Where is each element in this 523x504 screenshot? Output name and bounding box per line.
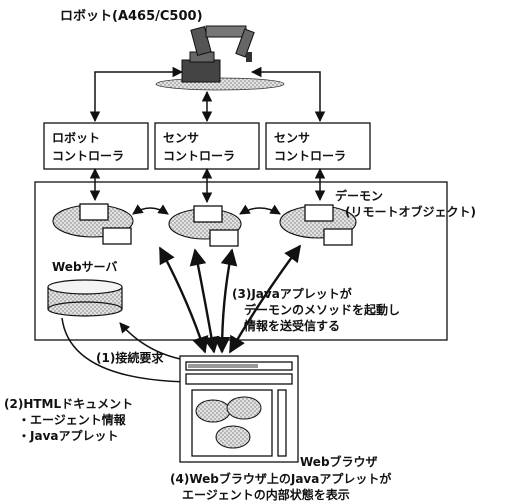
applet-link-3: [222, 250, 232, 352]
step3-line1: (3)Javaアプレットが: [232, 286, 352, 301]
controller-label-line2: コントローラ: [163, 149, 235, 163]
step3-line3: 情報を送受信する: [244, 318, 340, 333]
controller-box-robot: ロボット コントローラ: [44, 123, 148, 169]
html-document-arrow: [62, 318, 190, 382]
step3-line2: デーモンのメソッドを起動し: [244, 302, 400, 317]
daemon-object-1: [53, 204, 133, 244]
applet-link-2: [195, 250, 214, 352]
step4-line1: (4)Webブラウザ上のJavaアプレットが: [170, 471, 391, 486]
database-icon: [48, 280, 122, 316]
controller-box-sensor-1: センサ コントローラ: [155, 123, 259, 169]
step2-line1: (2)HTMLドキュメント: [4, 397, 133, 411]
daemon-sync-arrow-1: [133, 208, 168, 214]
controller-label-line1: センサ: [163, 131, 199, 145]
controller-label-line1: ロボット: [52, 130, 100, 145]
step2-line2: ・エージェント情報: [18, 412, 127, 427]
web-server-label: Webサーバ: [52, 260, 117, 274]
robot-controller-connector: [95, 72, 182, 121]
controller-label-line2: コントローラ: [52, 149, 124, 163]
robot-arm-icon: [156, 26, 284, 90]
step4-line2: エージェントの内部状態を表示: [182, 487, 350, 502]
daemon-object-2: [169, 206, 241, 246]
web-browser-label: Webブラウザ: [300, 454, 378, 469]
browser-window-icon: [180, 356, 298, 462]
step2-line3: ・Javaアプレット: [18, 428, 118, 443]
robot-label: ロボット(A465/C500): [60, 8, 203, 24]
daemon-label-line2: (リモートオブジェクト): [345, 204, 476, 219]
controller-box-sensor-2: センサ コントローラ: [266, 123, 370, 169]
daemon-label-line1: デーモン: [335, 188, 383, 203]
daemon-sync-arrow-2: [240, 208, 280, 214]
controller-label-line2: コントローラ: [274, 149, 346, 163]
step1-label: (1)接続要求: [96, 350, 164, 365]
controller-label-line1: センサ: [274, 131, 310, 145]
